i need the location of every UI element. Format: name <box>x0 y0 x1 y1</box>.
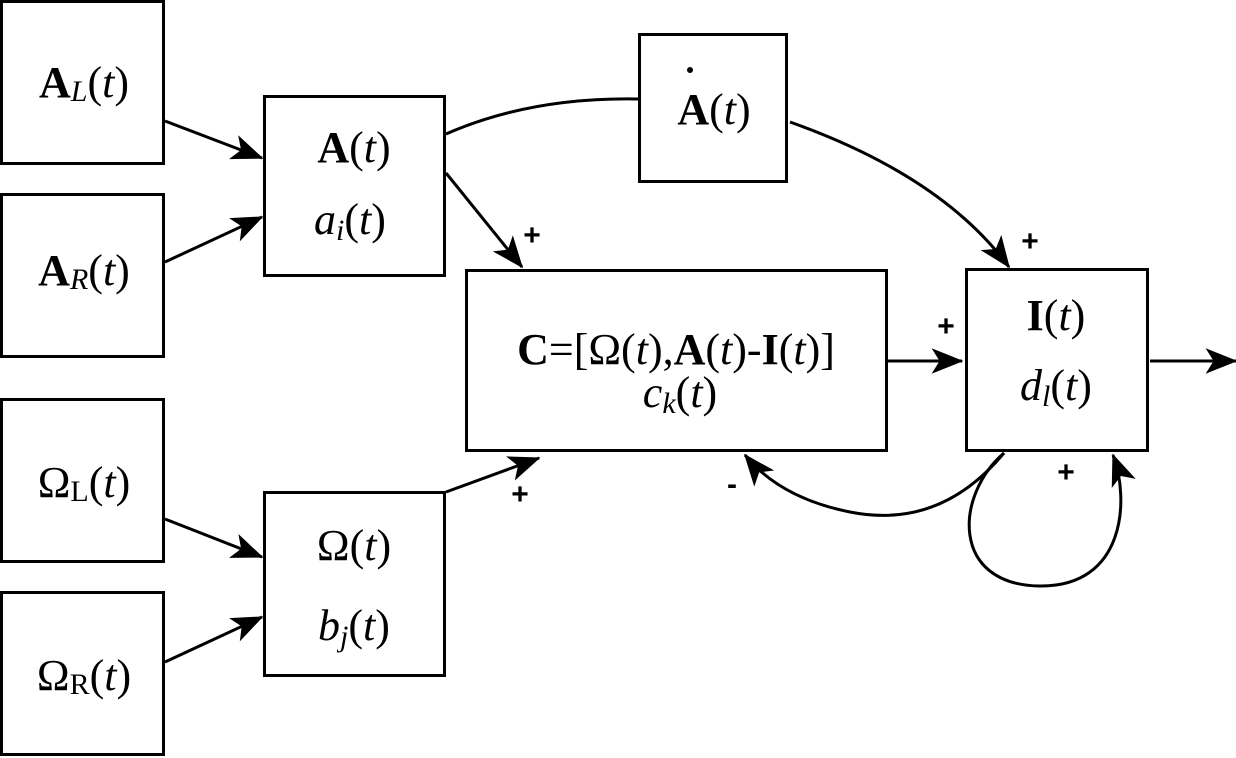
node-omega-line1-main: Ω <box>317 521 350 570</box>
node-omegar-main: Ω <box>37 651 70 700</box>
node-al-arg: t <box>102 58 116 107</box>
svg-text:ΩL(t): ΩL(t) <box>38 458 131 508</box>
edges <box>164 97 1236 664</box>
sign-a-to-c: + <box>523 219 541 252</box>
node-omegal: ΩL(t) <box>0 398 165 563</box>
node-omega: Ω(t) bj(t) <box>263 491 446 677</box>
sign-adot-to-i: + <box>1021 225 1039 258</box>
edge-i-self-loop <box>967 451 1136 588</box>
node-al: AL(t) <box>0 0 165 165</box>
edge-ar-to-a <box>164 215 264 264</box>
node-omegal-main: Ω <box>38 458 71 507</box>
svg-text:Ω(t): Ω(t) <box>317 521 391 570</box>
node-omegar: ΩR(t) <box>0 591 165 756</box>
node-omegal-arg: t <box>103 458 117 507</box>
edge-i-feedback-to-c <box>743 452 1006 517</box>
svg-text:A(t): A(t) <box>677 85 750 134</box>
node-i-line2-main: d <box>1020 361 1043 410</box>
node-adot-main: A <box>677 85 709 134</box>
sign-labels: + + + + - + <box>511 219 1075 511</box>
node-ar-sub: R <box>69 263 88 296</box>
sign-omega-to-c: + <box>511 478 529 511</box>
svg-text:dl(t): dl(t) <box>1020 361 1092 413</box>
node-omegar-arg: t <box>104 651 118 700</box>
edge-omegal-to-omega <box>164 517 264 559</box>
node-a: A(t) ai(t) <box>263 95 446 277</box>
edge-omega-to-c <box>445 456 541 494</box>
node-adot-dot <box>687 67 693 73</box>
sign-c-to-i: + <box>937 310 955 343</box>
svg-text:bj(t): bj(t) <box>318 601 390 653</box>
svg-text:ck(t): ck(t) <box>643 368 717 420</box>
node-c-line1: C=[Ω(t),A(t)-I(t)] <box>517 325 835 374</box>
node-i: I(t) dl(t) <box>965 268 1149 452</box>
node-ar-arg: t <box>103 246 117 295</box>
node-al-main: A <box>39 58 71 107</box>
svg-text:AL(t): AL(t) <box>39 58 129 108</box>
svg-text:ΩR(t): ΩR(t) <box>37 651 131 701</box>
node-omega-line2-main: b <box>318 601 340 650</box>
node-ar-main: A <box>38 246 70 295</box>
node-c-line2-main: c <box>643 368 663 417</box>
svg-text:ai(t): ai(t) <box>314 195 386 247</box>
svg-text:A(t): A(t) <box>317 123 390 172</box>
node-a-line2-main: a <box>314 195 336 244</box>
edge-a-to-adot <box>445 97 639 136</box>
svg-text:AR(t): AR(t) <box>38 246 130 296</box>
node-omegar-sub: R <box>70 668 90 701</box>
svg-text:I(t): I(t) <box>1027 291 1086 340</box>
node-i-line1-main: I <box>1027 291 1044 340</box>
edge-a-to-c <box>444 172 524 269</box>
edge-al-to-a <box>164 119 264 160</box>
node-omegal-sub: L <box>70 475 88 508</box>
node-a-line1-main: A <box>317 123 349 172</box>
node-adot: A(t) <box>638 33 788 183</box>
sign-i-self-loop: + <box>1057 456 1075 489</box>
sign-i-to-c: - <box>727 468 737 501</box>
edge-adot-to-i <box>789 120 1011 269</box>
node-c: C=[Ω(t),A(t)-I(t)] ck(t) <box>465 269 888 452</box>
edge-omegar-to-omega <box>164 615 264 664</box>
node-ar: AR(t) <box>0 193 165 358</box>
node-al-sub: L <box>70 75 88 108</box>
